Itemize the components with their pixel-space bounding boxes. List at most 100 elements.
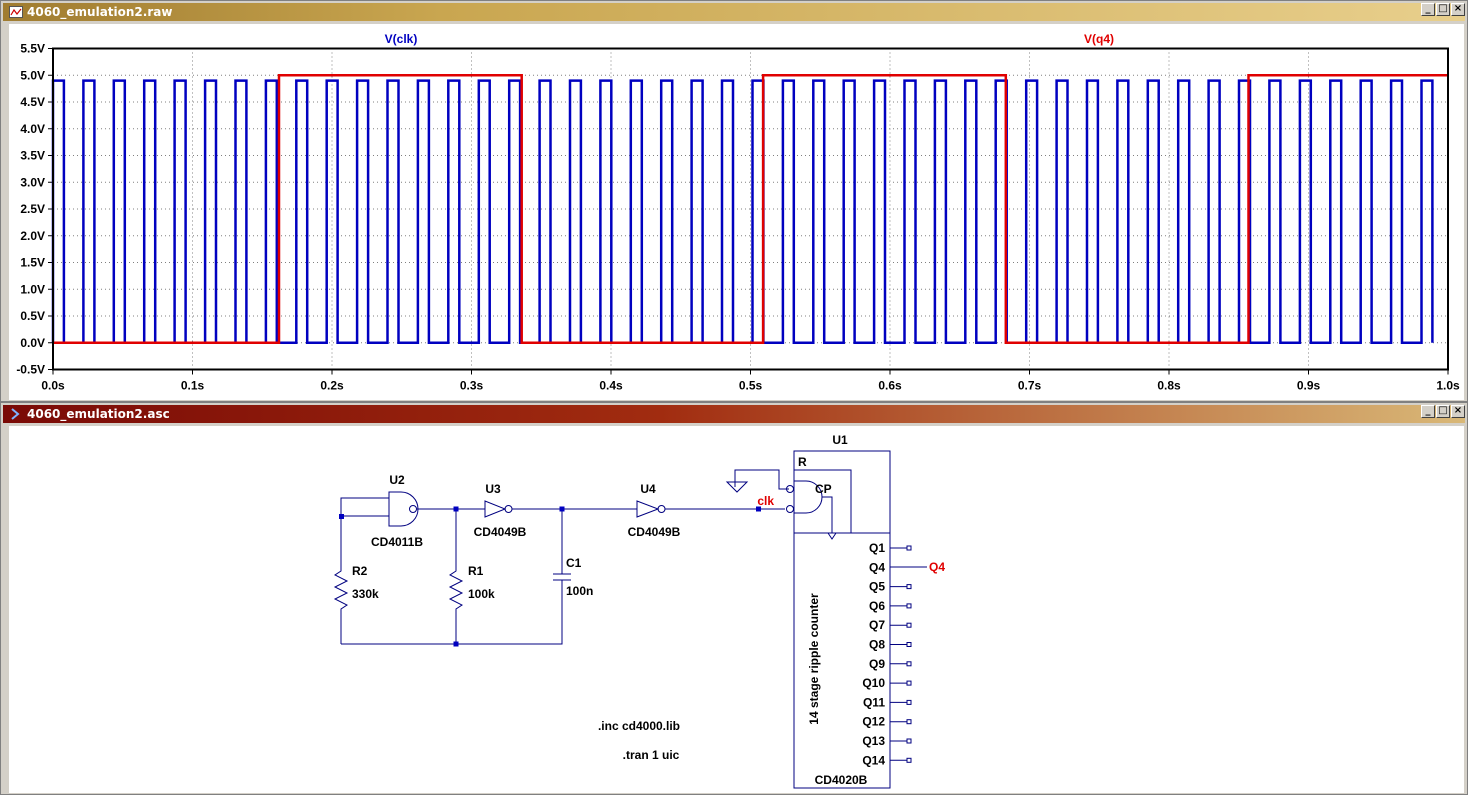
output-pin-terminal[interactable] (906, 680, 912, 686)
wire[interactable] (822, 496, 833, 533)
output-pin-terminal[interactable] (906, 757, 912, 763)
x-tick-label: 0.2s (320, 379, 344, 393)
output-pin-terminal[interactable] (906, 719, 912, 725)
schematic-file-icon (9, 407, 23, 421)
u1-pin-r: R (798, 455, 807, 469)
y-tick-label: 4.0V (20, 122, 45, 136)
trace-label-q4[interactable]: V(q4) (1084, 32, 1114, 46)
output-pin-label: Q4 (869, 560, 885, 574)
u4-ref: U4 (640, 482, 656, 496)
y-tick-label: 5.0V (20, 68, 45, 82)
y-axis-ticks: -0.5V0.0V0.5V1.0V1.5V2.0V2.5V3.0V3.5V4.0… (16, 42, 53, 377)
schematic-titlebar[interactable]: 4060_emulation2.asc (3, 405, 1465, 423)
inverter-u4[interactable] (636, 500, 660, 518)
wire[interactable] (734, 469, 789, 490)
y-tick-label: 1.0V (20, 282, 45, 296)
ground-symbol[interactable] (725, 481, 749, 493)
close-button[interactable]: × (1451, 405, 1465, 418)
y-tick-label: 4.5V (20, 95, 45, 109)
waveform-window: 4060_emulation2.raw _ □ × V(clk) V(q4) -… (0, 0, 1468, 402)
y-tick-label: -0.5V (16, 363, 45, 377)
y-tick-label: 3.0V (20, 175, 45, 189)
waveform-chart[interactable]: V(clk) V(q4) -0.5V0.0V0.5V1.0V1.5V2.0V2.… (9, 24, 1466, 400)
u4-part: CD4049B (628, 525, 681, 539)
output-pin-label: Q11 (863, 695, 885, 709)
maximize-button[interactable]: □ (1436, 3, 1450, 16)
y-tick-label: 3.5V (20, 149, 45, 163)
output-pin-label: Q10 (862, 676, 885, 690)
inverter-u3[interactable] (484, 500, 507, 518)
junction (559, 506, 565, 512)
x-tick-label: 0.6s (878, 379, 902, 393)
minimize-button[interactable]: _ (1421, 3, 1435, 16)
output-pin-terminal[interactable] (906, 699, 912, 705)
x-tick-label: 0.8s (1157, 379, 1181, 393)
output-pin-label: Q14 (862, 753, 885, 767)
waveform-titlebar[interactable]: 4060_emulation2.raw (3, 3, 1465, 21)
trace-label-clk[interactable]: V(clk) (385, 32, 418, 46)
clock-arrow (827, 532, 837, 540)
directive-tran[interactable]: .tran 1 uic (623, 748, 680, 762)
output-pin-terminal[interactable] (906, 622, 912, 628)
y-tick-label: 2.0V (20, 229, 45, 243)
wire[interactable] (341, 580, 563, 645)
junction (453, 641, 459, 647)
output-pin-label: Q6 (869, 599, 885, 613)
cp-bubble (786, 485, 794, 493)
x-tick-label: 1.0s (1436, 379, 1460, 393)
output-pin-terminal[interactable] (906, 584, 912, 590)
output-pin-label: Q5 (869, 580, 885, 594)
clock-gate (793, 480, 823, 514)
x-tick-label: 0.1s (181, 379, 205, 393)
minimize-button[interactable]: _ (1421, 405, 1435, 418)
series-line-q4[interactable] (53, 74, 1448, 345)
output-pin-terminal[interactable] (906, 642, 912, 647)
nand-gate-u2[interactable] (388, 491, 419, 527)
counter-u1-reset-box (793, 469, 852, 534)
output-pin-terminal[interactable] (906, 545, 912, 551)
net-label-clk[interactable]: clk (757, 494, 774, 508)
junction (339, 514, 344, 519)
maximize-button[interactable]: □ (1436, 405, 1450, 418)
c1-value: 100n (566, 584, 593, 598)
x-tick-label: 0.7s (1018, 379, 1042, 393)
counter-u1-body[interactable] (793, 450, 891, 789)
waveform-window-title: 4060_emulation2.raw (27, 5, 173, 19)
output-pin-terminal[interactable] (906, 738, 912, 744)
u2-part: CD4011B (371, 535, 423, 549)
u1-description: 14 stage ripple counter (807, 593, 821, 725)
waveform-file-icon (9, 5, 23, 19)
traces (51, 74, 1448, 345)
resistor-r1[interactable] (448, 566, 464, 644)
resistor-r2[interactable] (333, 566, 349, 644)
u3-ref: U3 (485, 482, 501, 496)
x-tick-label: 0.3s (460, 379, 484, 393)
output-pin-label: Q8 (869, 638, 885, 652)
x-tick-label: 0.4s (599, 379, 623, 393)
nand-bubble (409, 505, 417, 513)
u1-part: CD4020B (815, 773, 868, 787)
x-tick-label: 0.5s (739, 379, 763, 393)
output-pin-terminal[interactable] (906, 661, 912, 667)
u1-pin-cp: CP (815, 482, 832, 496)
close-button[interactable]: × (1451, 3, 1465, 16)
wire[interactable] (340, 497, 389, 517)
r1-value: 100k (468, 587, 495, 601)
output-pin-label: Q1 (869, 541, 885, 555)
directive-inc[interactable]: .inc cd4000.lib (598, 719, 680, 733)
y-tick-label: 1.5V (20, 256, 45, 270)
output-pin-terminal[interactable] (906, 603, 912, 609)
schematic-window: 4060_emulation2.asc _ □ × (0, 402, 1468, 795)
u3-part: CD4049B (474, 525, 527, 539)
plot-frame (52, 47, 1449, 371)
x-tick-label: 0.0s (41, 379, 65, 393)
net-label-q4[interactable]: Q4 (929, 560, 945, 574)
r2-ref: R2 (352, 564, 368, 578)
series-line-clk[interactable] (51, 79, 1434, 345)
output-pin-label: Q13 (862, 734, 885, 748)
output-pin-label: Q7 (869, 618, 885, 632)
